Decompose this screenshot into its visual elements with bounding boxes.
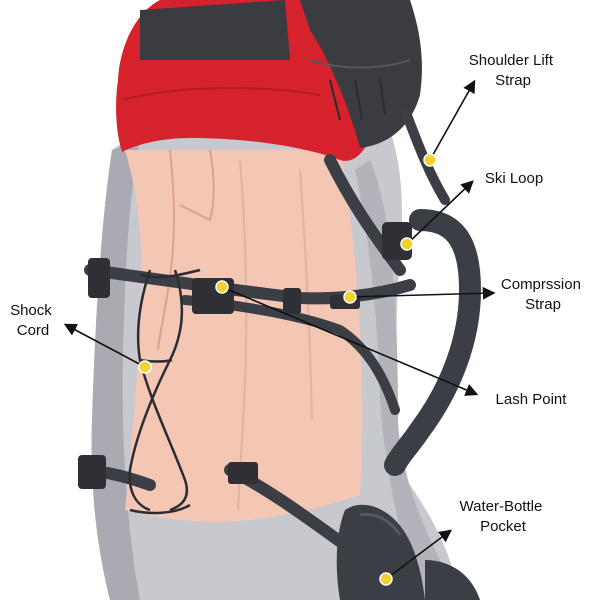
label-shoulder-lift-strap: Shoulder Lift Strap [469, 52, 557, 89]
arrow-lash-point [221, 286, 479, 396]
marker-shock-cord [138, 360, 152, 374]
pack-lid [116, 0, 422, 161]
label-shock-cord: Shock Cord [10, 302, 56, 339]
arrow-shock-cord [63, 323, 146, 368]
label-compression-strap: Comprssion Strap [501, 276, 585, 313]
marker-compression-strap [343, 290, 357, 304]
callout-markers [138, 153, 437, 586]
shock-cord [128, 268, 201, 515]
label-water-bottle-pocket: Water-Bottle Pocket [460, 498, 547, 535]
marker-ski-loop [400, 237, 414, 251]
label-lash-point: Lash Point [496, 391, 568, 408]
back-panel [125, 149, 363, 522]
annotation-arrows [63, 79, 496, 580]
marker-water-bottle-pocket [379, 572, 393, 586]
marker-shoulder-lift-strap [423, 153, 437, 167]
water-bottle-pocket [336, 504, 480, 600]
callout-labels: Shoulder Lift Strap Ski Loop Comprssion … [10, 52, 585, 535]
arrow-compression-strap [349, 286, 496, 300]
marker-lash-point [215, 280, 229, 294]
label-ski-loop: Ski Loop [485, 170, 543, 187]
arrow-ski-loop [406, 180, 474, 245]
arrow-shoulder-lift-strap [429, 79, 476, 161]
arrow-water-bottle-pocket [385, 529, 453, 580]
